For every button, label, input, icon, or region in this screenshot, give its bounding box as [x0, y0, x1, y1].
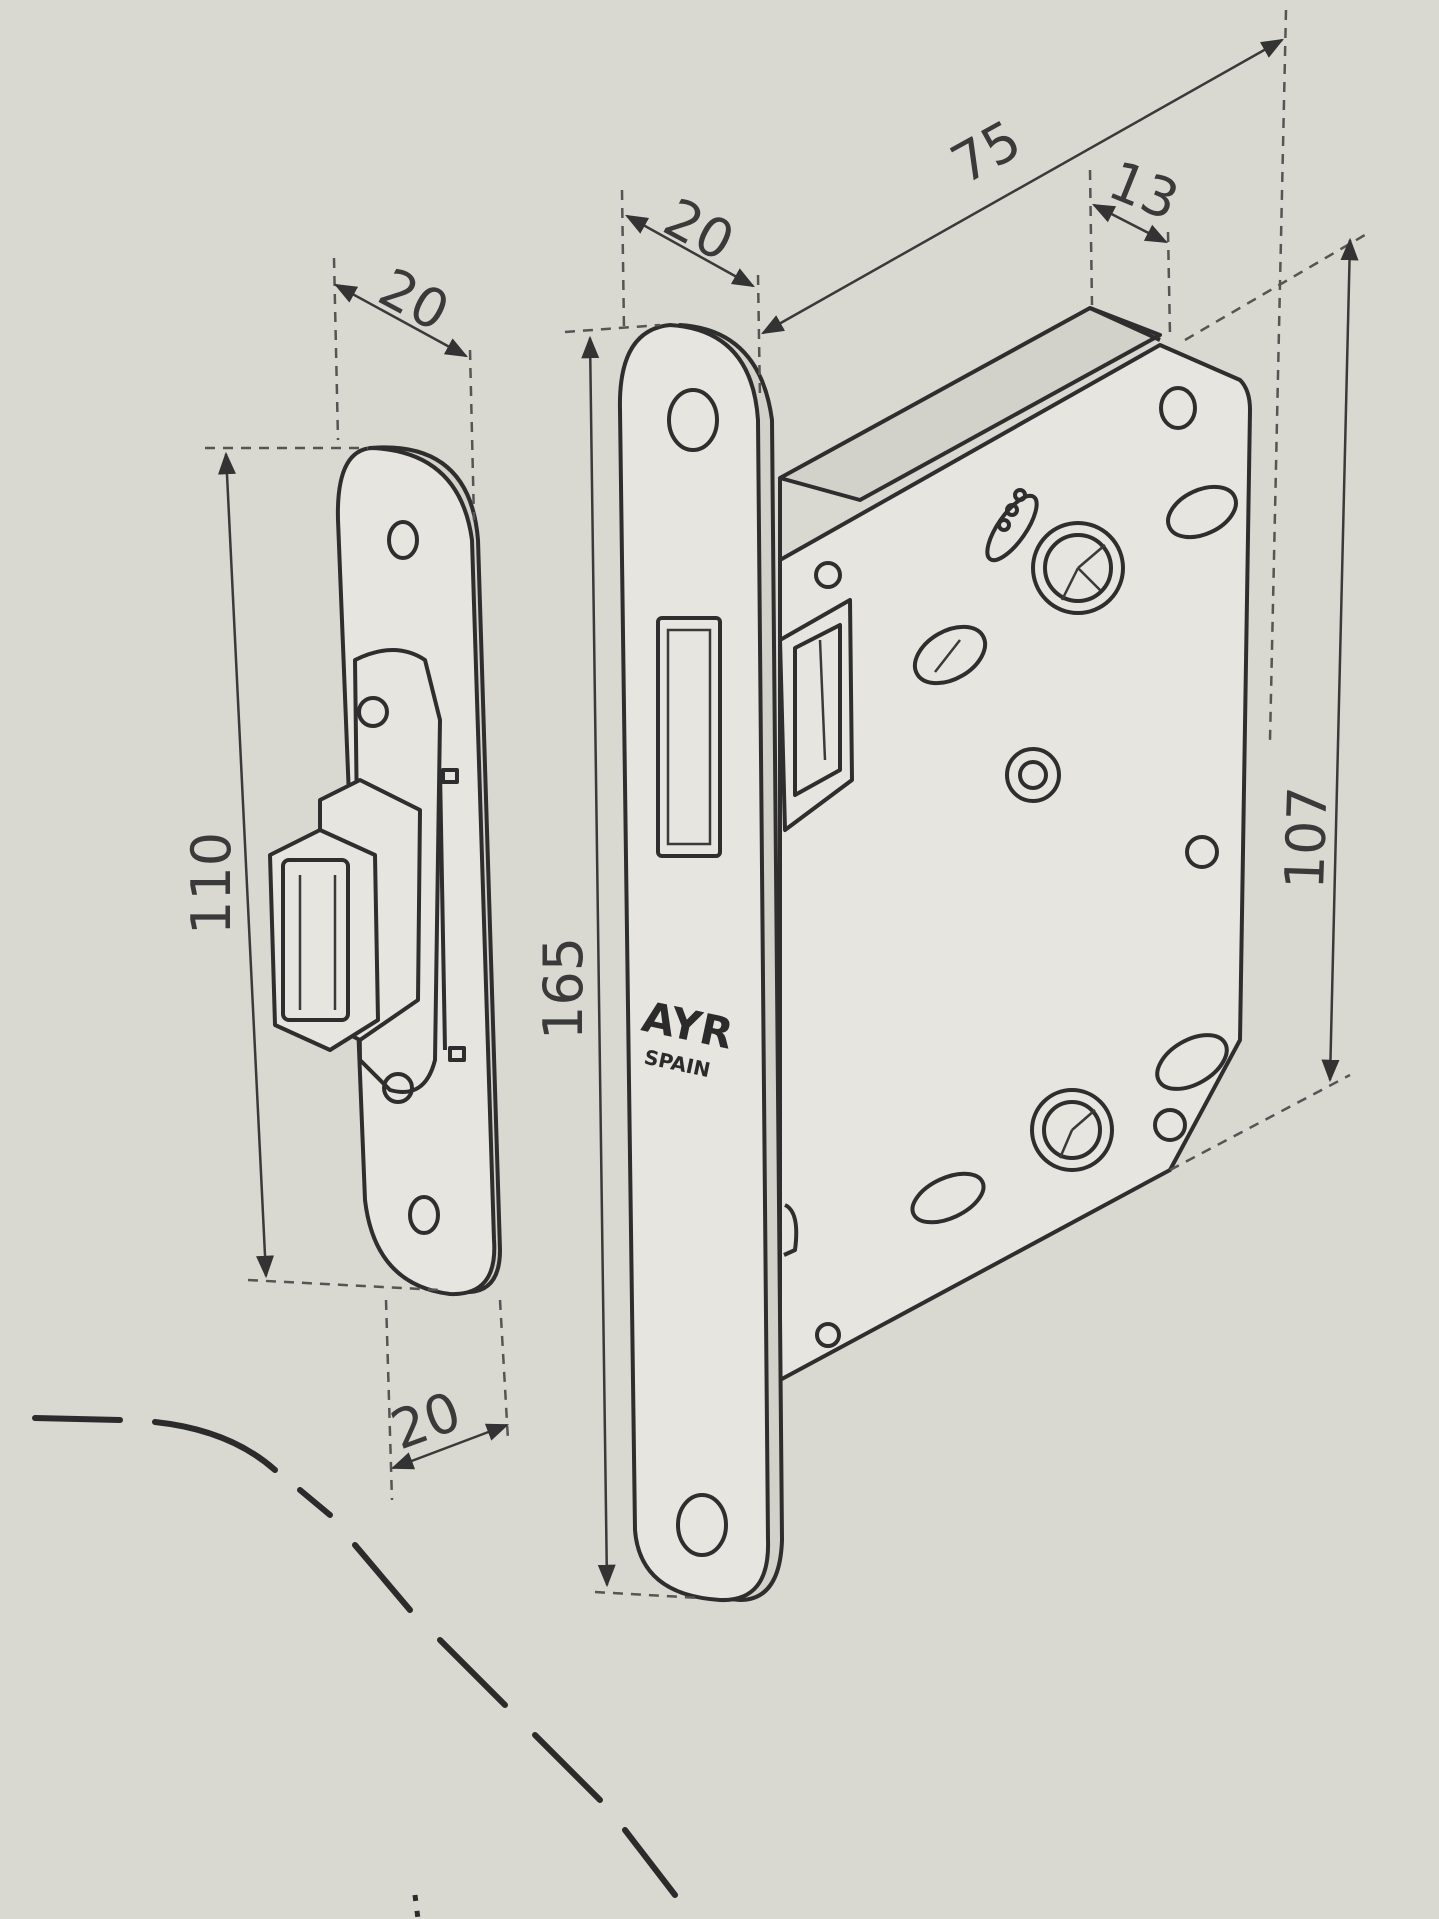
faceplate-front: [617, 323, 771, 1603]
lock-body-dimensions: 20 75 13 165 107: [532, 9, 1371, 1600]
strike-height-label: 110: [180, 832, 243, 935]
depth-label: 75: [941, 108, 1032, 196]
strike-plate: [268, 445, 502, 1297]
faceplate-height-label: 165: [532, 937, 595, 1040]
backset-label: 13: [1100, 149, 1187, 233]
faceplate-width-label: 20: [654, 186, 744, 274]
strike-width-bottom-label: 20: [383, 1380, 469, 1463]
latch-opening: [656, 616, 722, 858]
lock-body: [778, 306, 1252, 1382]
strike-width-top-label: 20: [369, 256, 459, 344]
door-swing-arc: [32, 1415, 678, 1898]
body-height-label: 107: [1273, 785, 1340, 890]
lock-case: [778, 343, 1252, 1382]
lock-faceplate: AYR SPAIN: [617, 323, 784, 1603]
